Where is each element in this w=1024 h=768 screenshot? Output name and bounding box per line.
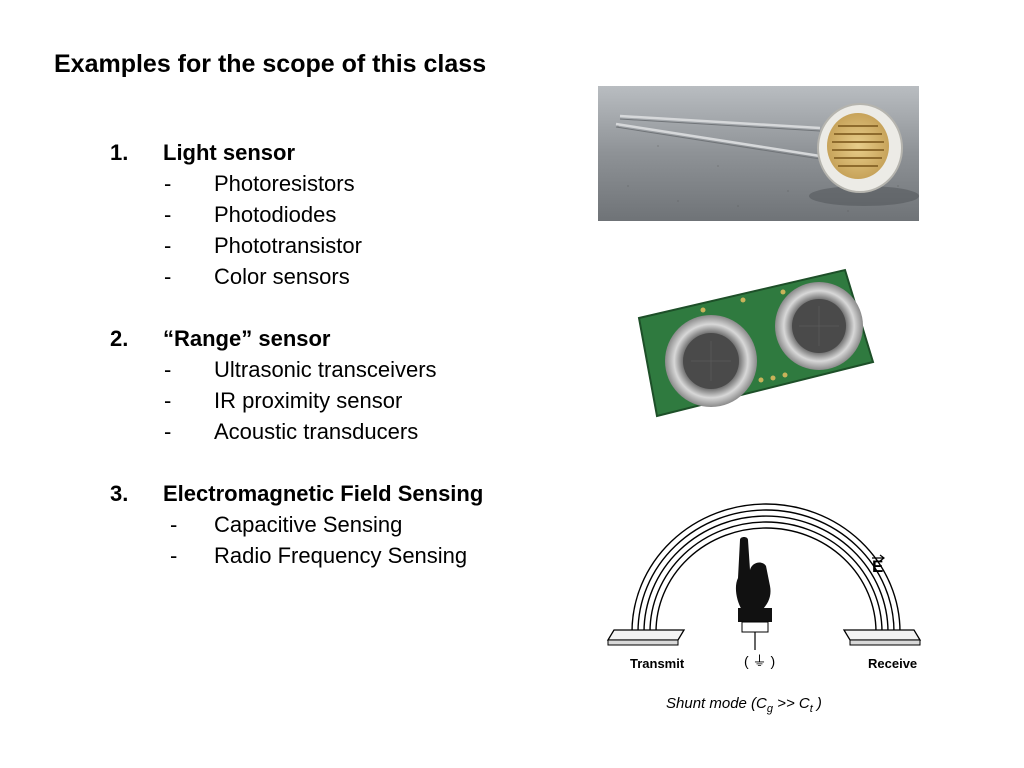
bullet-dash: - [164,388,172,413]
list-item: - Acoustic transducers [110,419,590,450]
section-title: Electromagnetic Field Sensing [163,481,484,506]
diagram-caption: Shunt mode (Cg >> Ct ) [666,695,822,715]
ground-symbol: ( ⏚ ) [744,653,775,669]
slide-title: Examples for the scope of this class [54,50,487,78]
caption-text: Shunt mode (C [666,695,767,712]
section-number: 3. [110,481,129,506]
photoresistor-image [598,86,919,221]
list-item-label: Ultrasonic transceivers [214,357,437,382]
section-em-field-sensing: 3. Electromagnetic Field Sensing - Capaci… [110,481,590,574]
list-item-label: Photodiodes [214,202,337,227]
list-item: - Capacitive Sensing [110,512,590,543]
section-number: 2. [110,326,129,351]
list-item: - Color sensors [110,264,590,295]
caption-text: ) [813,695,822,712]
section-title: “Range” sensor [163,326,331,351]
capacitive-sensing-diagram: E ( ⏚ ) Transmit Receive Shunt mode (Cg … [600,500,930,720]
transmit-label: Transmit [630,656,685,671]
section-heading: 1. Light sensor [110,140,590,171]
list-item-label: Color sensors [214,264,350,289]
bullet-dash: - [164,264,172,289]
section-light-sensor: 1. Light sensor - Photoresistors - Photodi… [110,140,590,295]
section-number: 1. [110,140,129,165]
hand-icon [735,537,772,650]
list-item: - Radio Frequency Sensing [110,543,590,574]
bullet-dash: - [164,202,172,227]
list-item-label: Photoresistors [214,171,355,196]
bullet-dash: - [170,543,178,568]
list-item: - IR proximity sensor [110,388,590,419]
caption-subscript: t [810,703,814,715]
section-heading: 2. “Range” sensor [110,326,590,357]
list-item-label: Acoustic transducers [214,419,419,444]
section-range-sensor: 2. “Range” sensor - Ultrasonic transceive… [110,326,590,450]
list-item: - Phototransistor [110,233,590,264]
bullet-dash: - [164,419,172,444]
list-item-label: Capacitive Sensing [214,512,403,537]
caption-text: >> C [773,695,810,712]
section-heading: 3. Electromagnetic Field Sensing [110,481,590,512]
list-item-label: IR proximity sensor [214,388,403,413]
bullet-dash: - [170,512,178,537]
caption-subscript: g [767,703,774,715]
bullet-dash: - [164,171,172,196]
receive-electrode [842,629,922,646]
list-item-label: Phototransistor [214,233,362,258]
vector-arrow-icon [872,554,885,562]
list-item: - Ultrasonic transceivers [110,357,590,388]
ultrasonic-sensor-image [633,266,879,429]
list-item-label: Radio Frequency Sensing [214,543,468,568]
bullet-dash: - [164,357,172,382]
list-item: - Photoresistors [110,171,590,202]
bullet-dash: - [164,233,172,258]
transmit-electrode [606,629,686,646]
receive-label: Receive [868,656,917,671]
field-symbol: E [872,557,883,576]
section-title: Light sensor [163,140,296,165]
sensor-list: 1. Light sensor - Photoresistors - Photodi… [110,140,590,605]
list-item: - Photodiodes [110,202,590,233]
